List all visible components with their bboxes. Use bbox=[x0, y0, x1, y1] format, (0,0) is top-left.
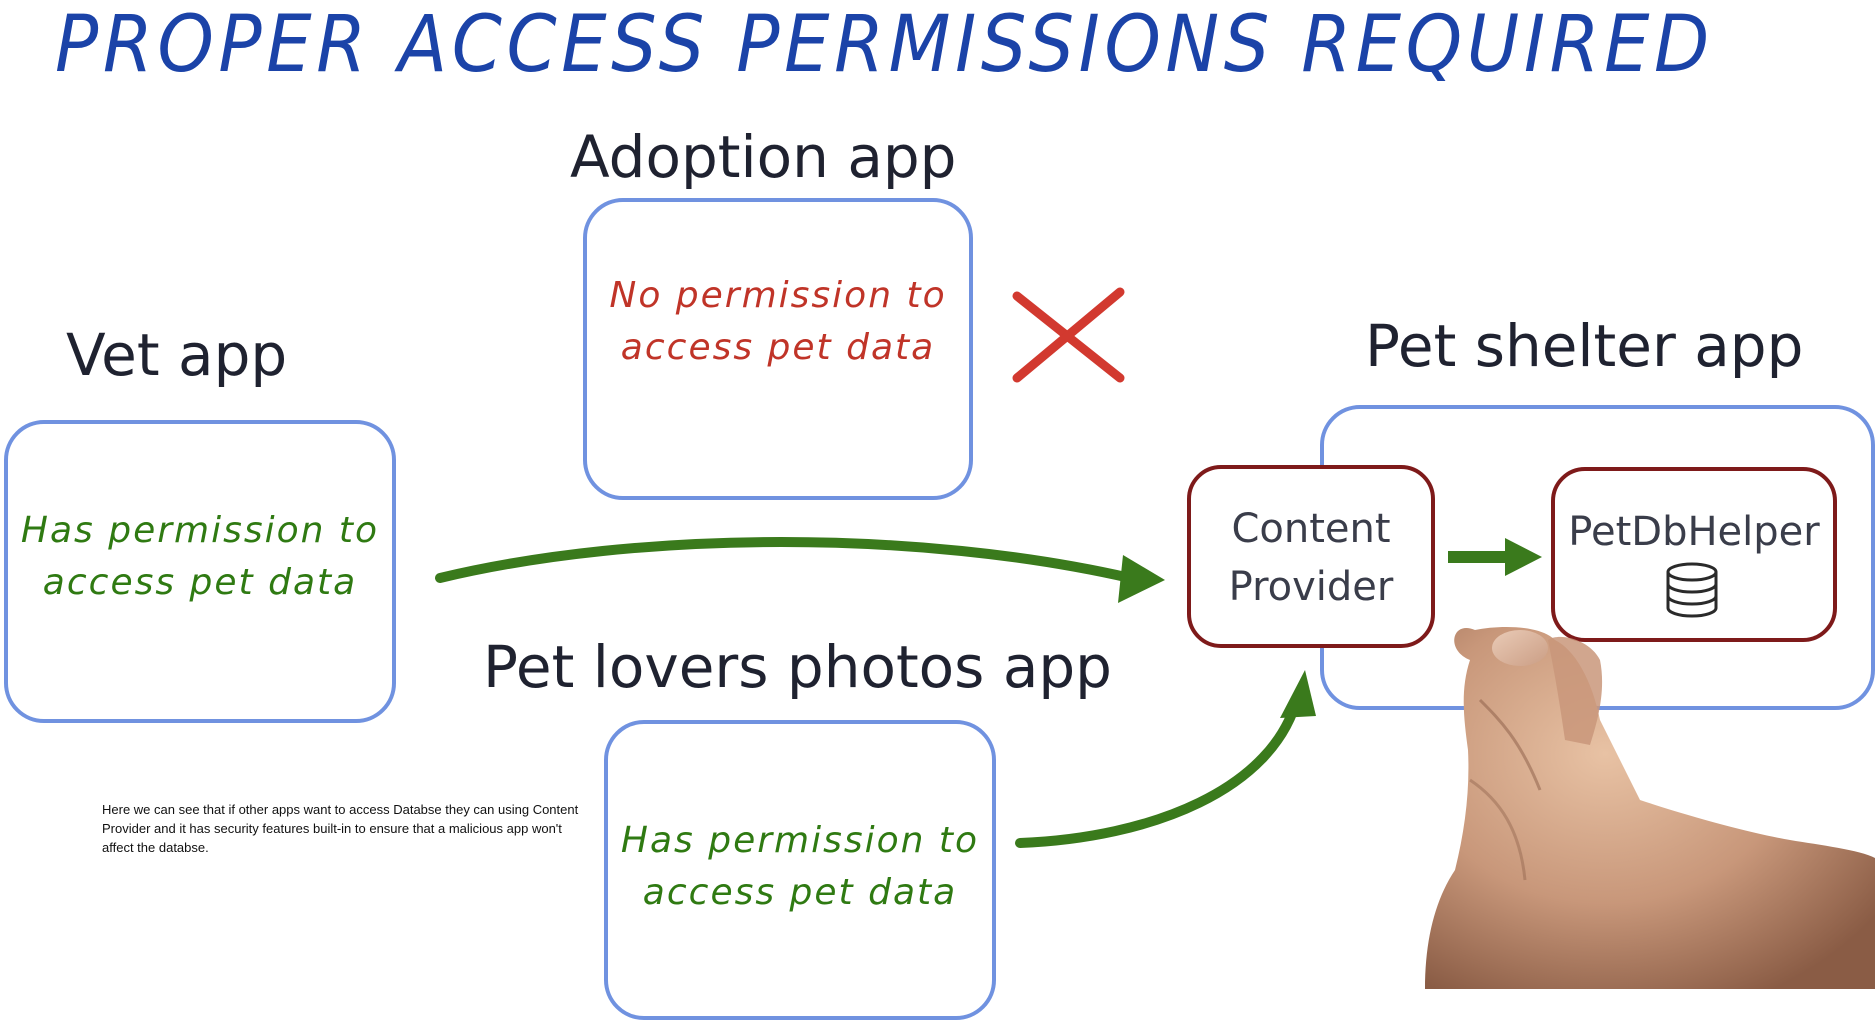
x-cross-icon bbox=[1012, 287, 1125, 383]
photos-permission-line1: Has permission to bbox=[620, 820, 980, 861]
adoption-permission-line2: access pet data bbox=[620, 327, 936, 369]
photos-permission-text: Has permission to access pet data bbox=[604, 815, 996, 919]
adoption-permission-line1: No permission to bbox=[609, 275, 947, 316]
vet-to-provider-arrow bbox=[435, 537, 1165, 603]
shelter-app-title: Pet shelter app bbox=[1365, 312, 1804, 380]
vet-app-box bbox=[4, 420, 396, 723]
content-provider-box bbox=[1187, 465, 1435, 648]
content-provider-line1: Content bbox=[1231, 506, 1391, 552]
diagram-graphics bbox=[435, 287, 1875, 989]
hand-image bbox=[1425, 627, 1875, 989]
petdbhelper-box bbox=[1551, 467, 1837, 642]
vet-permission-line2: access pet data bbox=[42, 562, 358, 604]
content-provider-line2: Provider bbox=[1228, 564, 1394, 610]
photos-permission-line2: access pet data bbox=[642, 872, 958, 914]
petdbhelper-label: PetDbHelper bbox=[1568, 509, 1820, 555]
vet-app-title: Vet app bbox=[66, 321, 288, 389]
caption-text: Here we can see that if other apps want … bbox=[102, 802, 579, 855]
vet-permission-text: Has permission to access pet data bbox=[4, 505, 396, 609]
provider-to-dbhelper-arrow bbox=[1448, 538, 1542, 576]
photos-app-title: Pet lovers photos app bbox=[483, 633, 1112, 701]
content-provider-label: Content Provider bbox=[1187, 500, 1435, 616]
vet-permission-line1: Has permission to bbox=[20, 510, 380, 551]
adoption-app-box bbox=[583, 198, 973, 500]
database-icon bbox=[1666, 562, 1718, 618]
adoption-app-title: Adoption app bbox=[570, 123, 957, 191]
diagram-title: PROPER ACCESS PERMISSIONS REQUIRED bbox=[55, 0, 1714, 90]
photos-to-provider-arrow bbox=[1015, 670, 1316, 848]
adoption-permission-text: No permission to access pet data bbox=[583, 270, 973, 374]
